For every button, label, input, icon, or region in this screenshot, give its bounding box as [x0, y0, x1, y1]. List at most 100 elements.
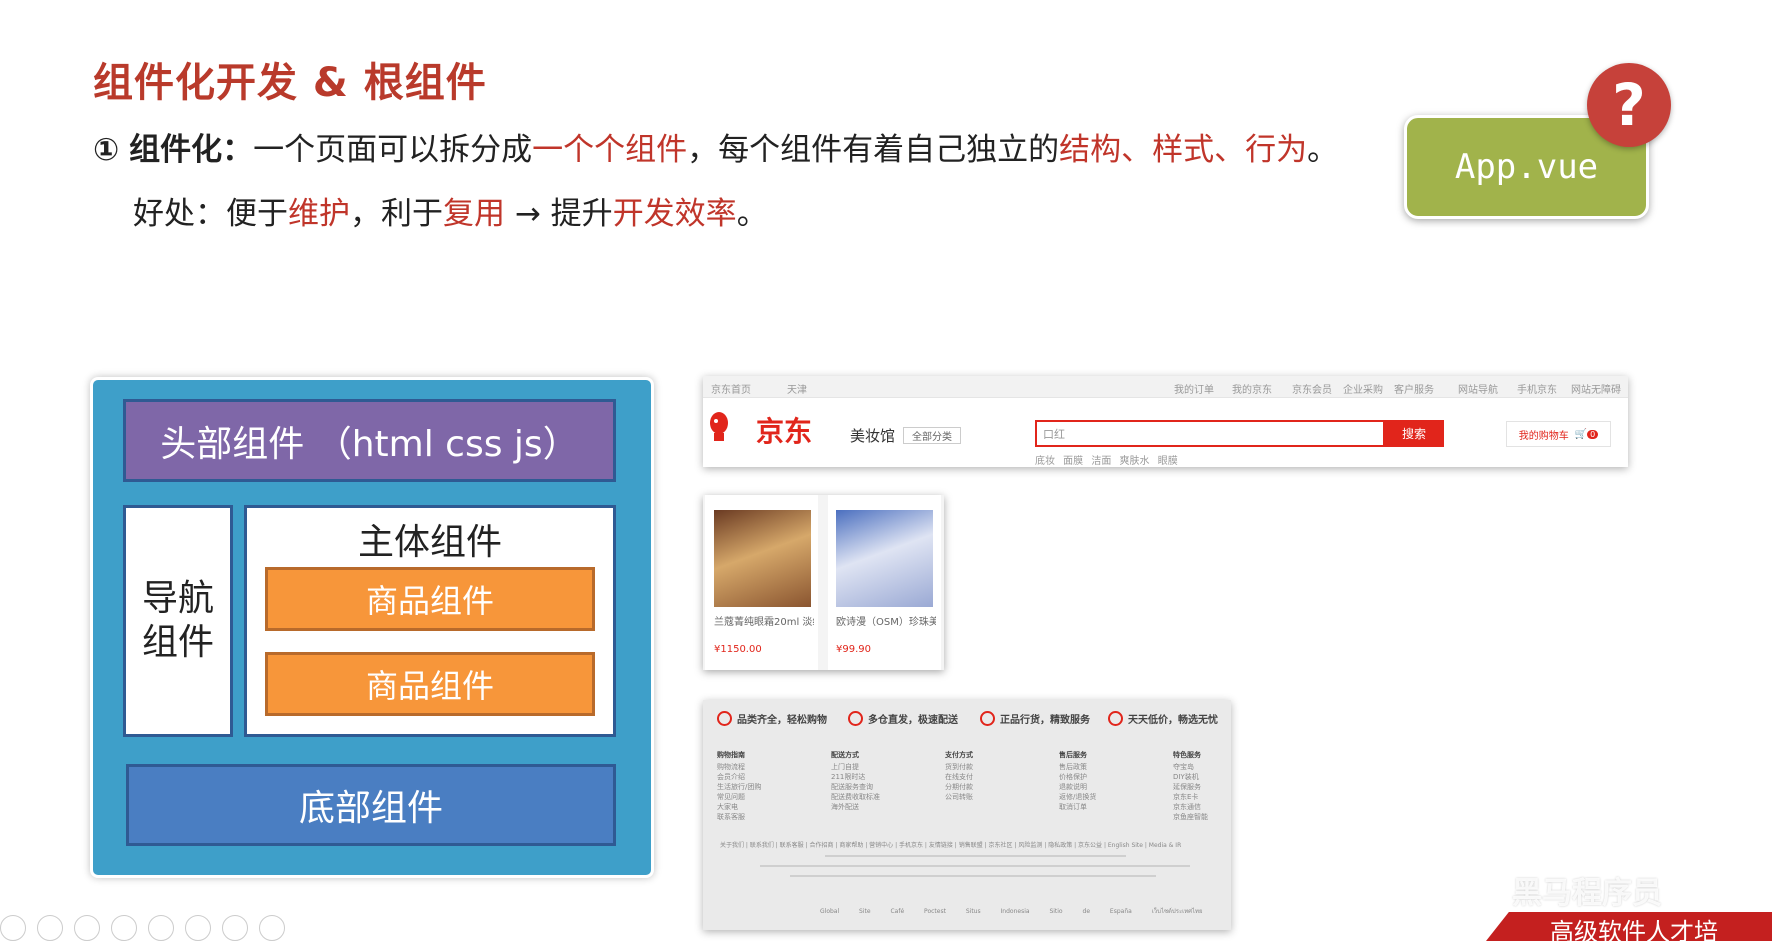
cart-icon: 🛒	[1574, 428, 1588, 440]
item-number: ①	[93, 132, 120, 168]
text-segment: 。	[736, 196, 768, 232]
goods-component-box: 商品组件	[265, 652, 595, 716]
more-icon[interactable]	[259, 915, 285, 941]
footer-column: 售后服务 售后政策 价格保护 退款说明 返修/退换货 取消订单	[1059, 750, 1096, 812]
jd-cart-button[interactable]: 我的购物车 🛒 0	[1506, 421, 1611, 447]
item-label: 组件化：	[129, 132, 254, 168]
back-icon[interactable]	[0, 915, 26, 941]
jd-hot-words[interactable]: 底妆 面膜 洁面 爽肤水 眼膜	[1035, 456, 1178, 467]
jd-home-link[interactable]: 京东首页	[711, 385, 751, 396]
footer-column: 特色服务 夺宝岛 DIY装机 延保服务 京东E卡 京东通信 京鱼座智能	[1173, 750, 1208, 822]
footer-link[interactable]: 价格保护	[1059, 773, 1087, 781]
footer-column-head: 售后服务	[1059, 751, 1087, 759]
footer-link[interactable]: DIY装机	[1173, 773, 1199, 781]
footer-column: 购物指南 购物流程 会员介绍 生活旅行/团购 常见问题 大家电 联系客服	[717, 750, 761, 822]
promise-item: 品类齐全，轻松购物	[717, 711, 827, 726]
footer-link[interactable]: 夺宝岛	[1173, 763, 1194, 771]
jd-top-link[interactable]: 京东会员	[1292, 385, 1332, 396]
main-component-label: 主体组件	[357, 522, 502, 563]
footer-link[interactable]: 京东通信	[1173, 803, 1201, 811]
jd-mascot-icon	[710, 412, 728, 441]
promise-item: 天天低价，畅选无忧	[1108, 711, 1218, 726]
footer-link[interactable]: 返修/退换货	[1059, 793, 1097, 801]
subtitle-icon[interactable]	[185, 915, 211, 941]
goods-component-box: 商品组件	[265, 567, 595, 631]
jd-top-link[interactable]: 企业采购	[1343, 385, 1383, 396]
footer-link[interactable]: 货到付款	[945, 763, 973, 771]
jd-topbar: 京东首页 天津 我的订单 我的京东 京东会员 企业采购 客户服务 网站导航 手机…	[703, 376, 1628, 398]
footer-link[interactable]: 211限时达	[831, 773, 866, 781]
presentation-toolbar	[0, 915, 296, 941]
jd-search-input[interactable]: 口红	[1035, 420, 1385, 447]
footer-link[interactable]: 会员介绍	[717, 773, 745, 781]
footer-link[interactable]: 退款说明	[1059, 783, 1087, 791]
footer-column: 支付方式 货到付款 在线支付 分期付款 公司转账	[945, 750, 973, 802]
slides-icon[interactable]	[111, 915, 137, 941]
footer-link[interactable]: 海外配送	[831, 803, 859, 811]
text-segment: ，利于	[350, 196, 443, 232]
header-component-box: 头部组件 （html css js）	[123, 399, 616, 482]
jd-cart-label: 我的购物车	[1518, 430, 1569, 442]
componentization-line: ① 组件化：一个页面可以拆分成一个个组件，每个组件有着自己独立的结构、样式、行为…	[93, 124, 1338, 169]
jd-logo[interactable]: 京东	[755, 415, 812, 448]
jd-top-link[interactable]: 网站导航	[1458, 385, 1498, 396]
jd-top-link[interactable]: 网站无障碍	[1571, 385, 1621, 396]
footer-link[interactable]: 常见问题	[717, 793, 745, 801]
jd-location[interactable]: 天津	[787, 385, 807, 396]
footer-column-head: 配送方式	[831, 751, 859, 759]
jd-top-link[interactable]: 手机京东	[1517, 385, 1557, 396]
jd-top-link[interactable]: 客户服务	[1394, 385, 1434, 396]
slide-title: 组件化开发 & 根组件	[93, 60, 487, 106]
zoom-icon[interactable]	[148, 915, 174, 941]
product-image[interactable]	[836, 510, 933, 607]
text-segment: → 提升	[505, 196, 613, 232]
promise-icon	[848, 711, 863, 726]
footer-link[interactable]: 在线支付	[945, 773, 973, 781]
product-name[interactable]: 欧诗漫（OSM）珍珠美...	[836, 617, 936, 628]
text-segment: ，每个组件有着自己独立的	[687, 132, 1060, 168]
footer-link[interactable]: 配送服务查询	[831, 783, 873, 791]
pen-icon[interactable]	[74, 915, 100, 941]
footer-link[interactable]: 生活旅行/团购	[717, 783, 762, 791]
question-mark-icon: ?	[1587, 63, 1671, 147]
highlight-reuse: 复用	[443, 196, 505, 232]
nav-component-label: 导航 组件	[141, 578, 214, 663]
highlight-structure-style-behavior: 结构、样式、行为	[1059, 132, 1308, 168]
footer-link[interactable]: 京东E卡	[1173, 793, 1199, 801]
footer-link[interactable]: 延保服务	[1173, 783, 1201, 791]
footer-link[interactable]: 大家电	[717, 803, 738, 811]
footer-link[interactable]: 联系客服	[717, 813, 745, 821]
product-price: ¥99.90	[836, 644, 871, 655]
text-segment: 好处：便于	[133, 196, 288, 232]
jd-footer-screenshot	[703, 700, 1231, 930]
jd-top-link[interactable]: 我的订单	[1174, 385, 1214, 396]
play-icon[interactable]	[37, 915, 63, 941]
footer-link[interactable]: 售后政策	[1059, 763, 1087, 771]
highlight-maintain: 维护	[288, 196, 350, 232]
product-image[interactable]	[714, 510, 811, 607]
footer-sites-row[interactable]: Global Site Café Poctest Situs Indonesia…	[820, 908, 1203, 915]
footer-column-head: 特色服务	[1173, 751, 1201, 759]
footer-link[interactable]: 分期付款	[945, 783, 973, 791]
footer-link[interactable]: 京鱼座智能	[1173, 813, 1208, 821]
promise-item: 多仓直发，极速配送	[848, 711, 958, 726]
promise-icon	[1108, 711, 1123, 726]
footer-link[interactable]: 取消订单	[1059, 803, 1087, 811]
footer-link[interactable]: 配送费收取标准	[831, 793, 880, 801]
highlight-components: 一个个组件	[532, 132, 688, 168]
product-name[interactable]: 兰蔻菁纯眼霜20ml 淡纹...	[714, 617, 814, 628]
footer-link[interactable]: 上门自提	[831, 763, 859, 771]
bottom-banner: 高级软件人才培	[1486, 912, 1772, 941]
text-segment: 一个页面可以拆分成	[253, 132, 533, 168]
video-icon[interactable]	[222, 915, 248, 941]
footer-links-row[interactable]: 关于我们 | 联系我们 | 联系客服 | 合作招商 | 商家帮助 | 营销中心 …	[720, 842, 1182, 849]
footer-column: 配送方式 上门自提 211限时达 配送服务查询 配送费收取标准 海外配送	[831, 750, 880, 812]
jd-category-select[interactable]: 全部分类	[903, 427, 961, 444]
promise-label: 多仓直发，极速配送	[868, 715, 958, 726]
jd-search-button[interactable]: 搜索	[1384, 420, 1444, 447]
jd-top-link[interactable]: 我的京东	[1232, 385, 1272, 396]
footer-link[interactable]: 公司转账	[945, 793, 973, 801]
promise-label: 品类齐全，轻松购物	[737, 715, 827, 726]
nav-component-box: 导航 组件	[123, 505, 233, 737]
footer-link[interactable]: 购物流程	[717, 763, 745, 771]
